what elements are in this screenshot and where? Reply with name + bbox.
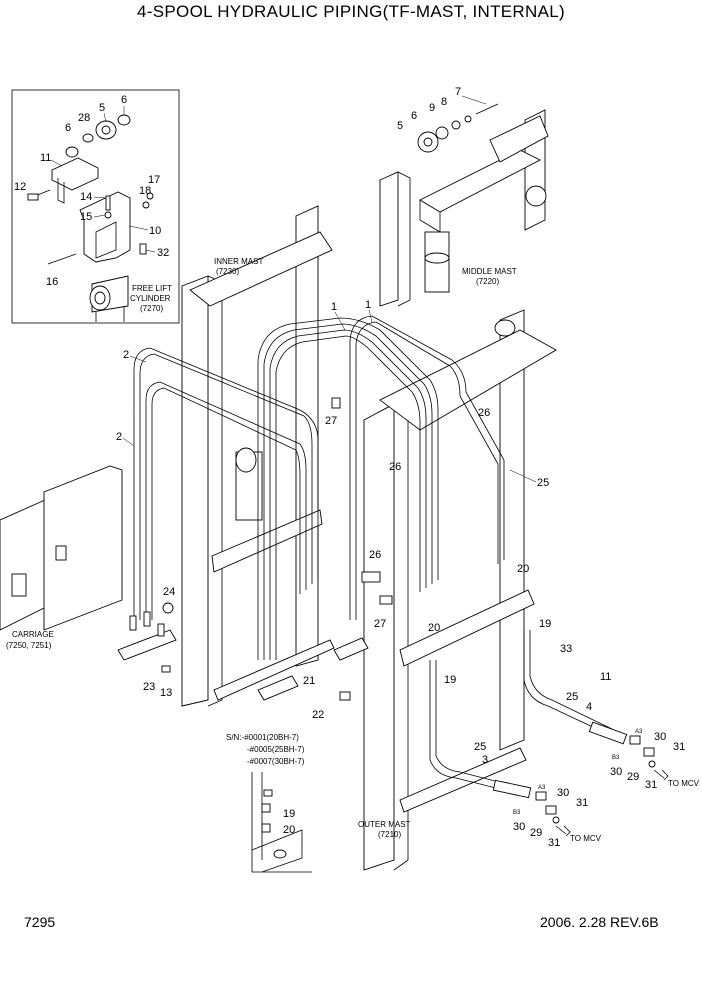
fitting-group-center: [257, 397, 393, 701]
inset-detail: 5 6 6 28 11 12 17 18 14 15 10 32 16 FREE…: [11, 89, 180, 324]
svg-text:20: 20: [517, 563, 529, 575]
roller-part: [65, 114, 131, 158]
inner-mast-label-2: (7230): [216, 267, 239, 276]
port-tag-a3-lower: A3: [538, 785, 546, 791]
svg-text:5: 5: [397, 120, 403, 132]
outer-mast: OUTER MAST (7210): [358, 309, 557, 871]
hose-bundle-center: [257, 315, 505, 660]
to-mcv-label-lower: TO MCV: [570, 834, 602, 843]
free-lift-label-3: (7270): [140, 304, 163, 313]
mcv-fittings-upper: [629, 735, 669, 781]
svg-text:14: 14: [80, 191, 92, 203]
svg-text:11: 11: [40, 152, 51, 164]
svg-text:31: 31: [673, 741, 685, 753]
hose-to-mcv: [429, 630, 628, 799]
to-mcv-label-upper: TO MCV: [668, 779, 700, 788]
svg-text:26: 26: [478, 407, 490, 419]
svg-text:24: 24: [163, 586, 175, 598]
inner-mast: INNER MAST (7230): [181, 205, 335, 707]
bracket-part: [27, 157, 154, 265]
svg-text:13: 13: [160, 687, 172, 699]
carriage-label-1: CARRIAGE: [12, 630, 54, 639]
svg-text:26: 26: [389, 461, 401, 473]
mcv-fittings-lower: [535, 791, 571, 837]
inner-mast-label-1: INNER MAST: [214, 257, 263, 266]
svg-text:25: 25: [537, 477, 549, 489]
svg-text:27: 27: [325, 415, 337, 427]
serial-detail: [251, 772, 312, 873]
free-lift-cylinder: [89, 275, 129, 322]
svg-text:31: 31: [645, 779, 657, 791]
svg-text:26: 26: [369, 549, 381, 561]
middle-mast-label-2: (7220): [476, 277, 499, 286]
svg-text:3: 3: [482, 754, 488, 766]
svg-text:25: 25: [474, 741, 486, 753]
svg-text:2: 2: [123, 349, 129, 361]
svg-text:22: 22: [312, 709, 324, 721]
svg-text:30: 30: [654, 731, 666, 743]
port-tag-b3-upper: B3: [612, 755, 620, 761]
page-number: 7295: [24, 914, 56, 930]
middle-mast: 7 9 8 6 5 MIDDLE MAST (7220): [379, 86, 549, 307]
svg-text:1: 1: [365, 299, 371, 311]
svg-text:1: 1: [331, 301, 337, 313]
svg-text:29: 29: [530, 827, 542, 839]
serial-note-2: -#0005(25BH-7): [247, 745, 305, 754]
svg-text:29: 29: [627, 771, 639, 783]
svg-text:30: 30: [557, 787, 569, 799]
outer-mast-label-1: OUTER MAST: [358, 820, 411, 829]
svg-text:23: 23: [143, 681, 155, 693]
svg-text:30: 30: [610, 766, 622, 778]
svg-text:11: 11: [600, 671, 611, 683]
svg-text:28: 28: [78, 112, 90, 124]
svg-text:2: 2: [116, 431, 122, 443]
svg-text:20: 20: [283, 824, 295, 836]
svg-text:19: 19: [283, 808, 295, 820]
carriage-label-2: (7250, 7251): [6, 641, 52, 650]
svg-text:8: 8: [441, 96, 447, 108]
fitting-group-left: [117, 602, 177, 673]
page-title: 4-SPOOL HYDRAULIC PIPING(TF-MAST, INTERN…: [137, 2, 565, 21]
svg-text:7: 7: [455, 86, 461, 98]
port-tag-a3-upper: A3: [635, 729, 643, 735]
svg-text:15: 15: [80, 211, 92, 223]
svg-text:9: 9: [429, 102, 435, 114]
revision-date: 2006. 2.28 REV.6B: [540, 914, 659, 930]
free-lift-label-2: CYLINDER: [130, 294, 171, 303]
svg-text:31: 31: [576, 797, 588, 809]
free-lift-label-1: FREE LIFT: [132, 284, 172, 293]
svg-text:31: 31: [548, 837, 560, 849]
svg-text:18: 18: [139, 185, 151, 197]
svg-text:33: 33: [560, 643, 572, 655]
svg-text:19: 19: [444, 674, 456, 686]
serial-note-3: -#0007(30BH-7): [247, 757, 305, 766]
middle-mast-label-1: MIDDLE MAST: [462, 267, 517, 276]
svg-text:25: 25: [566, 691, 578, 703]
svg-text:21: 21: [303, 675, 315, 687]
svg-text:5: 5: [99, 102, 105, 114]
port-tag-b3-lower: B3: [513, 810, 521, 816]
hose-bundle-left: [133, 347, 319, 620]
svg-text:6: 6: [121, 94, 127, 106]
svg-text:32: 32: [157, 247, 169, 259]
svg-text:16: 16: [46, 276, 58, 288]
svg-text:19: 19: [539, 618, 551, 630]
svg-text:17: 17: [148, 174, 160, 186]
svg-text:27: 27: [374, 618, 386, 630]
carriage: CARRIAGE (7250, 7251): [0, 465, 123, 650]
svg-text:4: 4: [586, 701, 592, 713]
svg-text:10: 10: [149, 225, 161, 237]
svg-text:6: 6: [65, 122, 71, 134]
svg-text:6: 6: [411, 110, 417, 122]
serial-note-1: S/N:-#0001(20BH-7): [226, 733, 299, 742]
svg-text:12: 12: [14, 181, 26, 193]
svg-text:20: 20: [428, 622, 440, 634]
outer-mast-label-2: (7210): [378, 830, 401, 839]
svg-text:30: 30: [513, 821, 525, 833]
